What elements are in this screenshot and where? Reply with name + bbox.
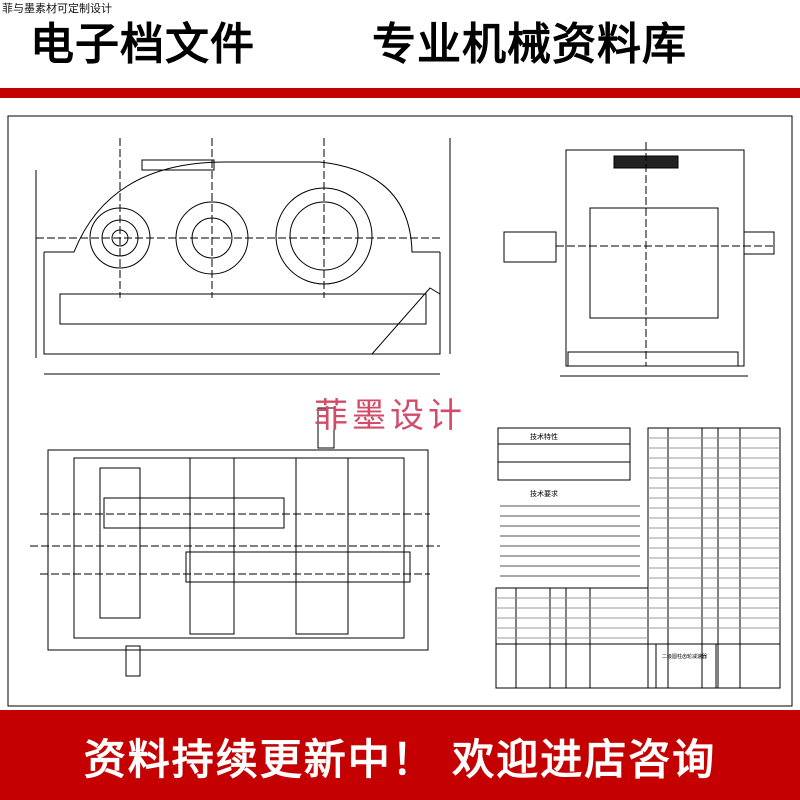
corner-tag: 菲与墨素材可定制设计 xyxy=(2,2,112,15)
top-view xyxy=(30,408,440,676)
watermark: 菲墨设计 xyxy=(314,396,466,436)
front-view xyxy=(36,138,450,374)
tech-requirements-lines xyxy=(500,506,640,576)
side-view xyxy=(504,142,774,376)
right-title: 专业机械资料库 xyxy=(372,19,687,70)
drawing-svg: 技术特性 技术要求 xyxy=(0,98,800,710)
tech-requirements-title: 技术要求 xyxy=(530,489,558,498)
top-banner: 菲与墨素材可定制设计 电子档文件 专业机械资料库 xyxy=(0,0,800,88)
bottom-banner: 资料持续更新中！ 欢迎进店咨询 xyxy=(0,710,800,800)
title-block-name: 二级圆柱齿轮减速器 xyxy=(662,653,707,660)
left-title: 电子档文件 xyxy=(30,19,255,70)
red-divider xyxy=(0,88,800,98)
tech-characteristics-title: 技术特性 xyxy=(530,432,558,441)
tech-characteristics-table xyxy=(498,428,630,480)
drawing-frame xyxy=(8,116,792,706)
parts-list-rows xyxy=(496,438,780,638)
engineering-drawing: 技术特性 技术要求 xyxy=(0,98,800,710)
bottom-text: 资料持续更新中！ 欢迎进店咨询 xyxy=(83,735,717,784)
